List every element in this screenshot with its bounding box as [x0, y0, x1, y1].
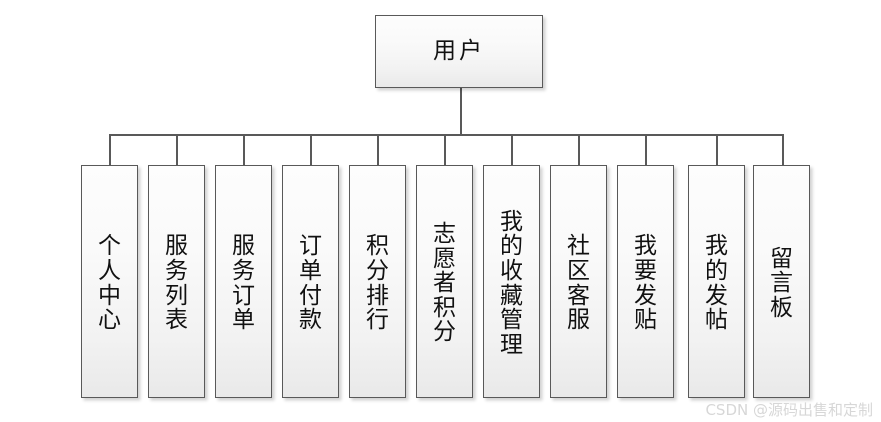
connector-drop-3 — [243, 134, 245, 166]
connector-drop-1 — [109, 134, 111, 166]
connector-horizontal-bus — [110, 134, 784, 136]
connector-drop-2 — [176, 134, 178, 166]
node-i-want-to-post[interactable]: 我 要 发 贴 — [617, 165, 674, 398]
connector-drop-6 — [444, 134, 446, 166]
node-label: 服 务 订 单 — [232, 233, 255, 334]
connector-drop-4 — [310, 134, 312, 166]
node-label: 订 单 付 款 — [299, 233, 322, 334]
node-personal-center[interactable]: 个 人 中 心 — [81, 165, 138, 398]
node-label: 个 人 中 心 — [98, 233, 121, 334]
connector-drop-5 — [377, 134, 379, 166]
node-service-order[interactable]: 服 务 订 单 — [215, 165, 272, 398]
node-community-service[interactable]: 社 区 客 服 — [550, 165, 607, 398]
connector-drop-9 — [645, 134, 647, 166]
node-root-user[interactable]: 用户 — [375, 15, 543, 88]
node-message-board[interactable]: 留 言 板 — [753, 165, 810, 398]
node-label: 服 务 列 表 — [165, 233, 188, 334]
watermark-text: CSDN @源码出售和定制 — [705, 401, 873, 419]
node-label: 志 愿 者 积 分 — [433, 220, 456, 346]
node-label: 我 的 发 帖 — [705, 233, 728, 334]
node-my-favorites-management[interactable]: 我 的 收 藏 管 理 — [483, 165, 540, 398]
node-service-list[interactable]: 服 务 列 表 — [148, 165, 205, 398]
connector-drop-8 — [578, 134, 580, 166]
node-my-posts[interactable]: 我 的 发 帖 — [688, 165, 745, 398]
connector-drop-11 — [782, 134, 784, 166]
connector-drop-10 — [716, 134, 718, 166]
node-root-label: 用户 — [433, 38, 485, 64]
node-label: 积 分 排 行 — [366, 233, 389, 334]
node-points-ranking[interactable]: 积 分 排 行 — [349, 165, 406, 398]
connector-root-stem — [460, 88, 462, 135]
node-volunteer-points[interactable]: 志 愿 者 积 分 — [416, 165, 473, 398]
node-label: 我 的 收 藏 管 理 — [500, 208, 523, 358]
node-order-payment[interactable]: 订 单 付 款 — [282, 165, 339, 398]
node-label: 社 区 客 服 — [567, 233, 590, 334]
node-label: 我 要 发 贴 — [634, 233, 657, 334]
node-label: 留 言 板 — [770, 245, 793, 321]
connector-drop-7 — [511, 134, 513, 166]
